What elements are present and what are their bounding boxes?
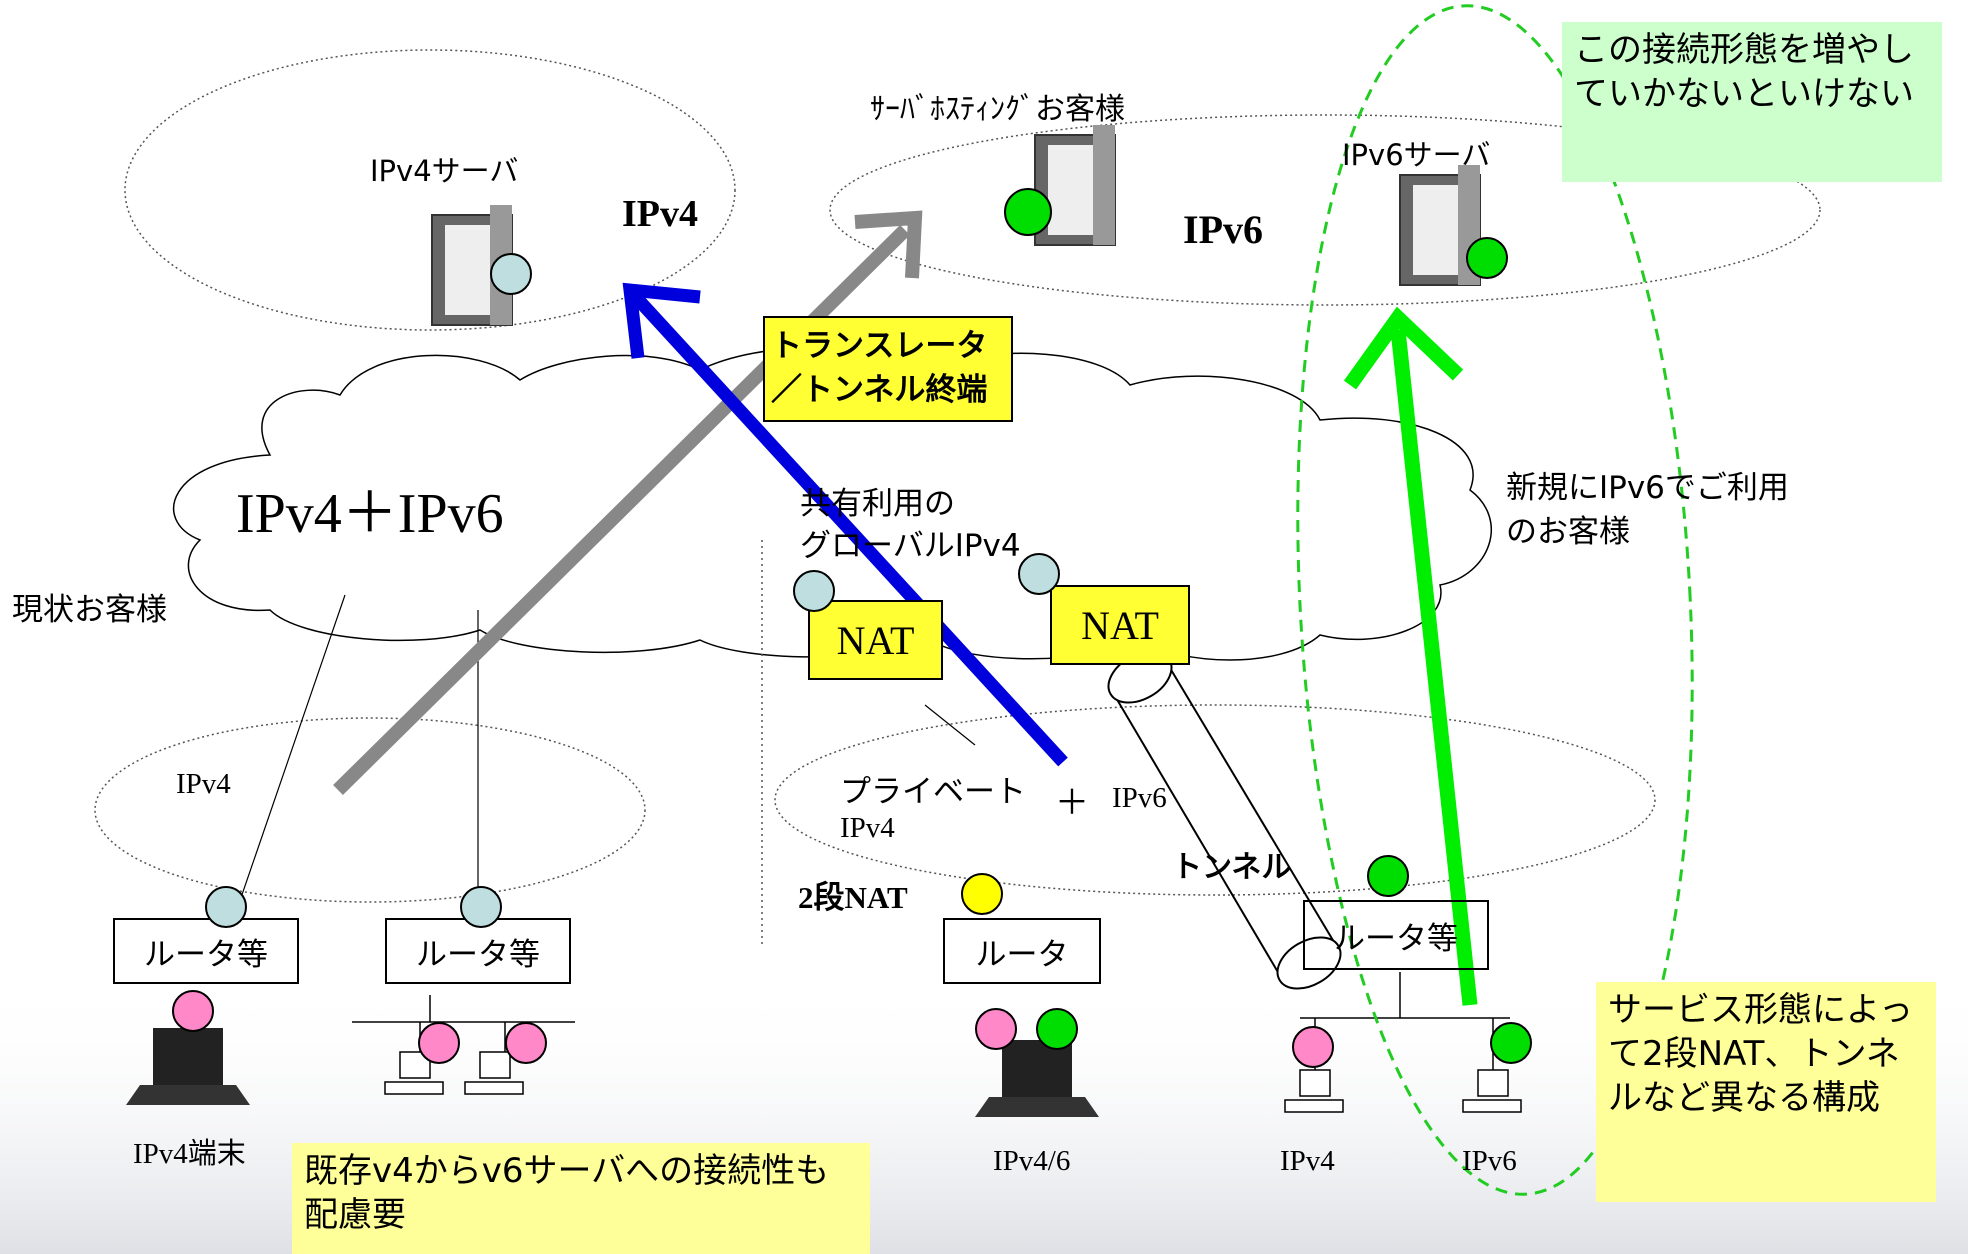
private-label: プライベート xyxy=(840,774,1026,810)
ipv4-cloud-label: IPv4 xyxy=(622,193,698,235)
plus-label: ＋ xyxy=(1055,783,1089,823)
core-cloud-label: IPv4＋IPv6 xyxy=(236,483,504,545)
router-mid-dot xyxy=(961,873,1003,915)
current-customers-label: 現状お客様 xyxy=(12,592,167,628)
hosting-server-dot xyxy=(1004,188,1052,236)
green-arrow xyxy=(1343,306,1478,1006)
router-mid: ルータ xyxy=(943,918,1101,984)
ipv4-server-dot xyxy=(490,253,532,295)
ipv4-server-ellipse xyxy=(124,49,736,331)
pc-ipv6-dot xyxy=(1490,1022,1532,1064)
router-left-1: ルータ等 xyxy=(113,918,299,984)
router-left1-dot xyxy=(205,886,247,928)
right-access-ellipse xyxy=(774,704,1656,896)
translator-line-1: トランスレータ xyxy=(771,328,988,364)
right-ipv6-label: IPv6 xyxy=(1112,782,1167,814)
nat2-global-dot xyxy=(1018,553,1060,595)
ipv46-label: IPv4/6 xyxy=(993,1145,1071,1177)
nat1-global-dot xyxy=(793,570,835,612)
shared-global-label-1: 共有利用の xyxy=(800,486,955,522)
nat-box-1: NAT xyxy=(808,600,943,680)
router-left-2: ルータ等 xyxy=(385,918,571,984)
bottom-ipv6-label: IPv6 xyxy=(1462,1145,1517,1177)
ipv6-server-label: IPv6サーバ xyxy=(1342,138,1491,172)
router-left2-dot xyxy=(460,886,502,928)
laptop-left xyxy=(126,1028,250,1105)
pc-ipv4-dot xyxy=(1292,1026,1334,1068)
pc-left-dot-1 xyxy=(418,1022,460,1064)
hosting-label: ｻｰﾊﾞﾎｽﾃｨﾝｸﾞお客様 xyxy=(870,92,1125,127)
left-access-label: IPv4 xyxy=(176,768,231,800)
note-bottom-right: サービス形態によって2段NAT、トンネルなど異なる構成 xyxy=(1596,982,1936,1202)
new-customers-label-2: のお客様 xyxy=(1506,514,1630,550)
blue-arrow xyxy=(622,282,1068,767)
ipv6-server-dot xyxy=(1466,237,1508,279)
left-access-ellipse xyxy=(94,717,646,903)
ipv4-server-label: IPv4サーバ xyxy=(370,154,519,188)
laptop-mid-dot-v6 xyxy=(1036,1008,1078,1050)
bottom-ipv4-label: IPv4 xyxy=(1280,1145,1335,1177)
laptop-left-dot xyxy=(172,990,214,1032)
laptop-mid xyxy=(975,1040,1099,1117)
note-bottom-center: 既存v4からv6サーバへの接続性も配慮要 xyxy=(292,1143,870,1254)
note-top-right: この接続形態を増やしていかないといけない xyxy=(1562,22,1942,182)
ipv6-focus-ellipse xyxy=(1296,4,1694,1196)
new-customers-label-1: 新規にIPv6でご利用 xyxy=(1506,470,1789,506)
ipv6-cloud-label: IPv6 xyxy=(1183,207,1263,252)
double-nat-label: 2段NAT xyxy=(798,880,908,915)
ipv6-server-graphic xyxy=(1399,165,1481,286)
hosting-server-graphic xyxy=(1034,125,1116,246)
shared-global-label-2: グローバルIPv4 xyxy=(800,528,1021,564)
tunnel-label: トンネル xyxy=(1172,850,1292,885)
ipv6-server-ellipse xyxy=(829,114,1821,306)
nat-box-2: NAT xyxy=(1050,585,1190,665)
ipv4-terminal-label: IPv4端末 xyxy=(133,1138,246,1170)
router-right: ルータ等 xyxy=(1303,900,1489,970)
pc-left-dot-2 xyxy=(505,1022,547,1064)
private-ipv4-label: IPv4 xyxy=(840,812,895,844)
translator-box: トランスレータ ／トンネル終端 xyxy=(763,316,1013,422)
laptop-mid-dot-v4 xyxy=(975,1008,1017,1050)
translator-line-2: ／トンネル終端 xyxy=(771,372,988,408)
router-right-dot xyxy=(1367,855,1409,897)
